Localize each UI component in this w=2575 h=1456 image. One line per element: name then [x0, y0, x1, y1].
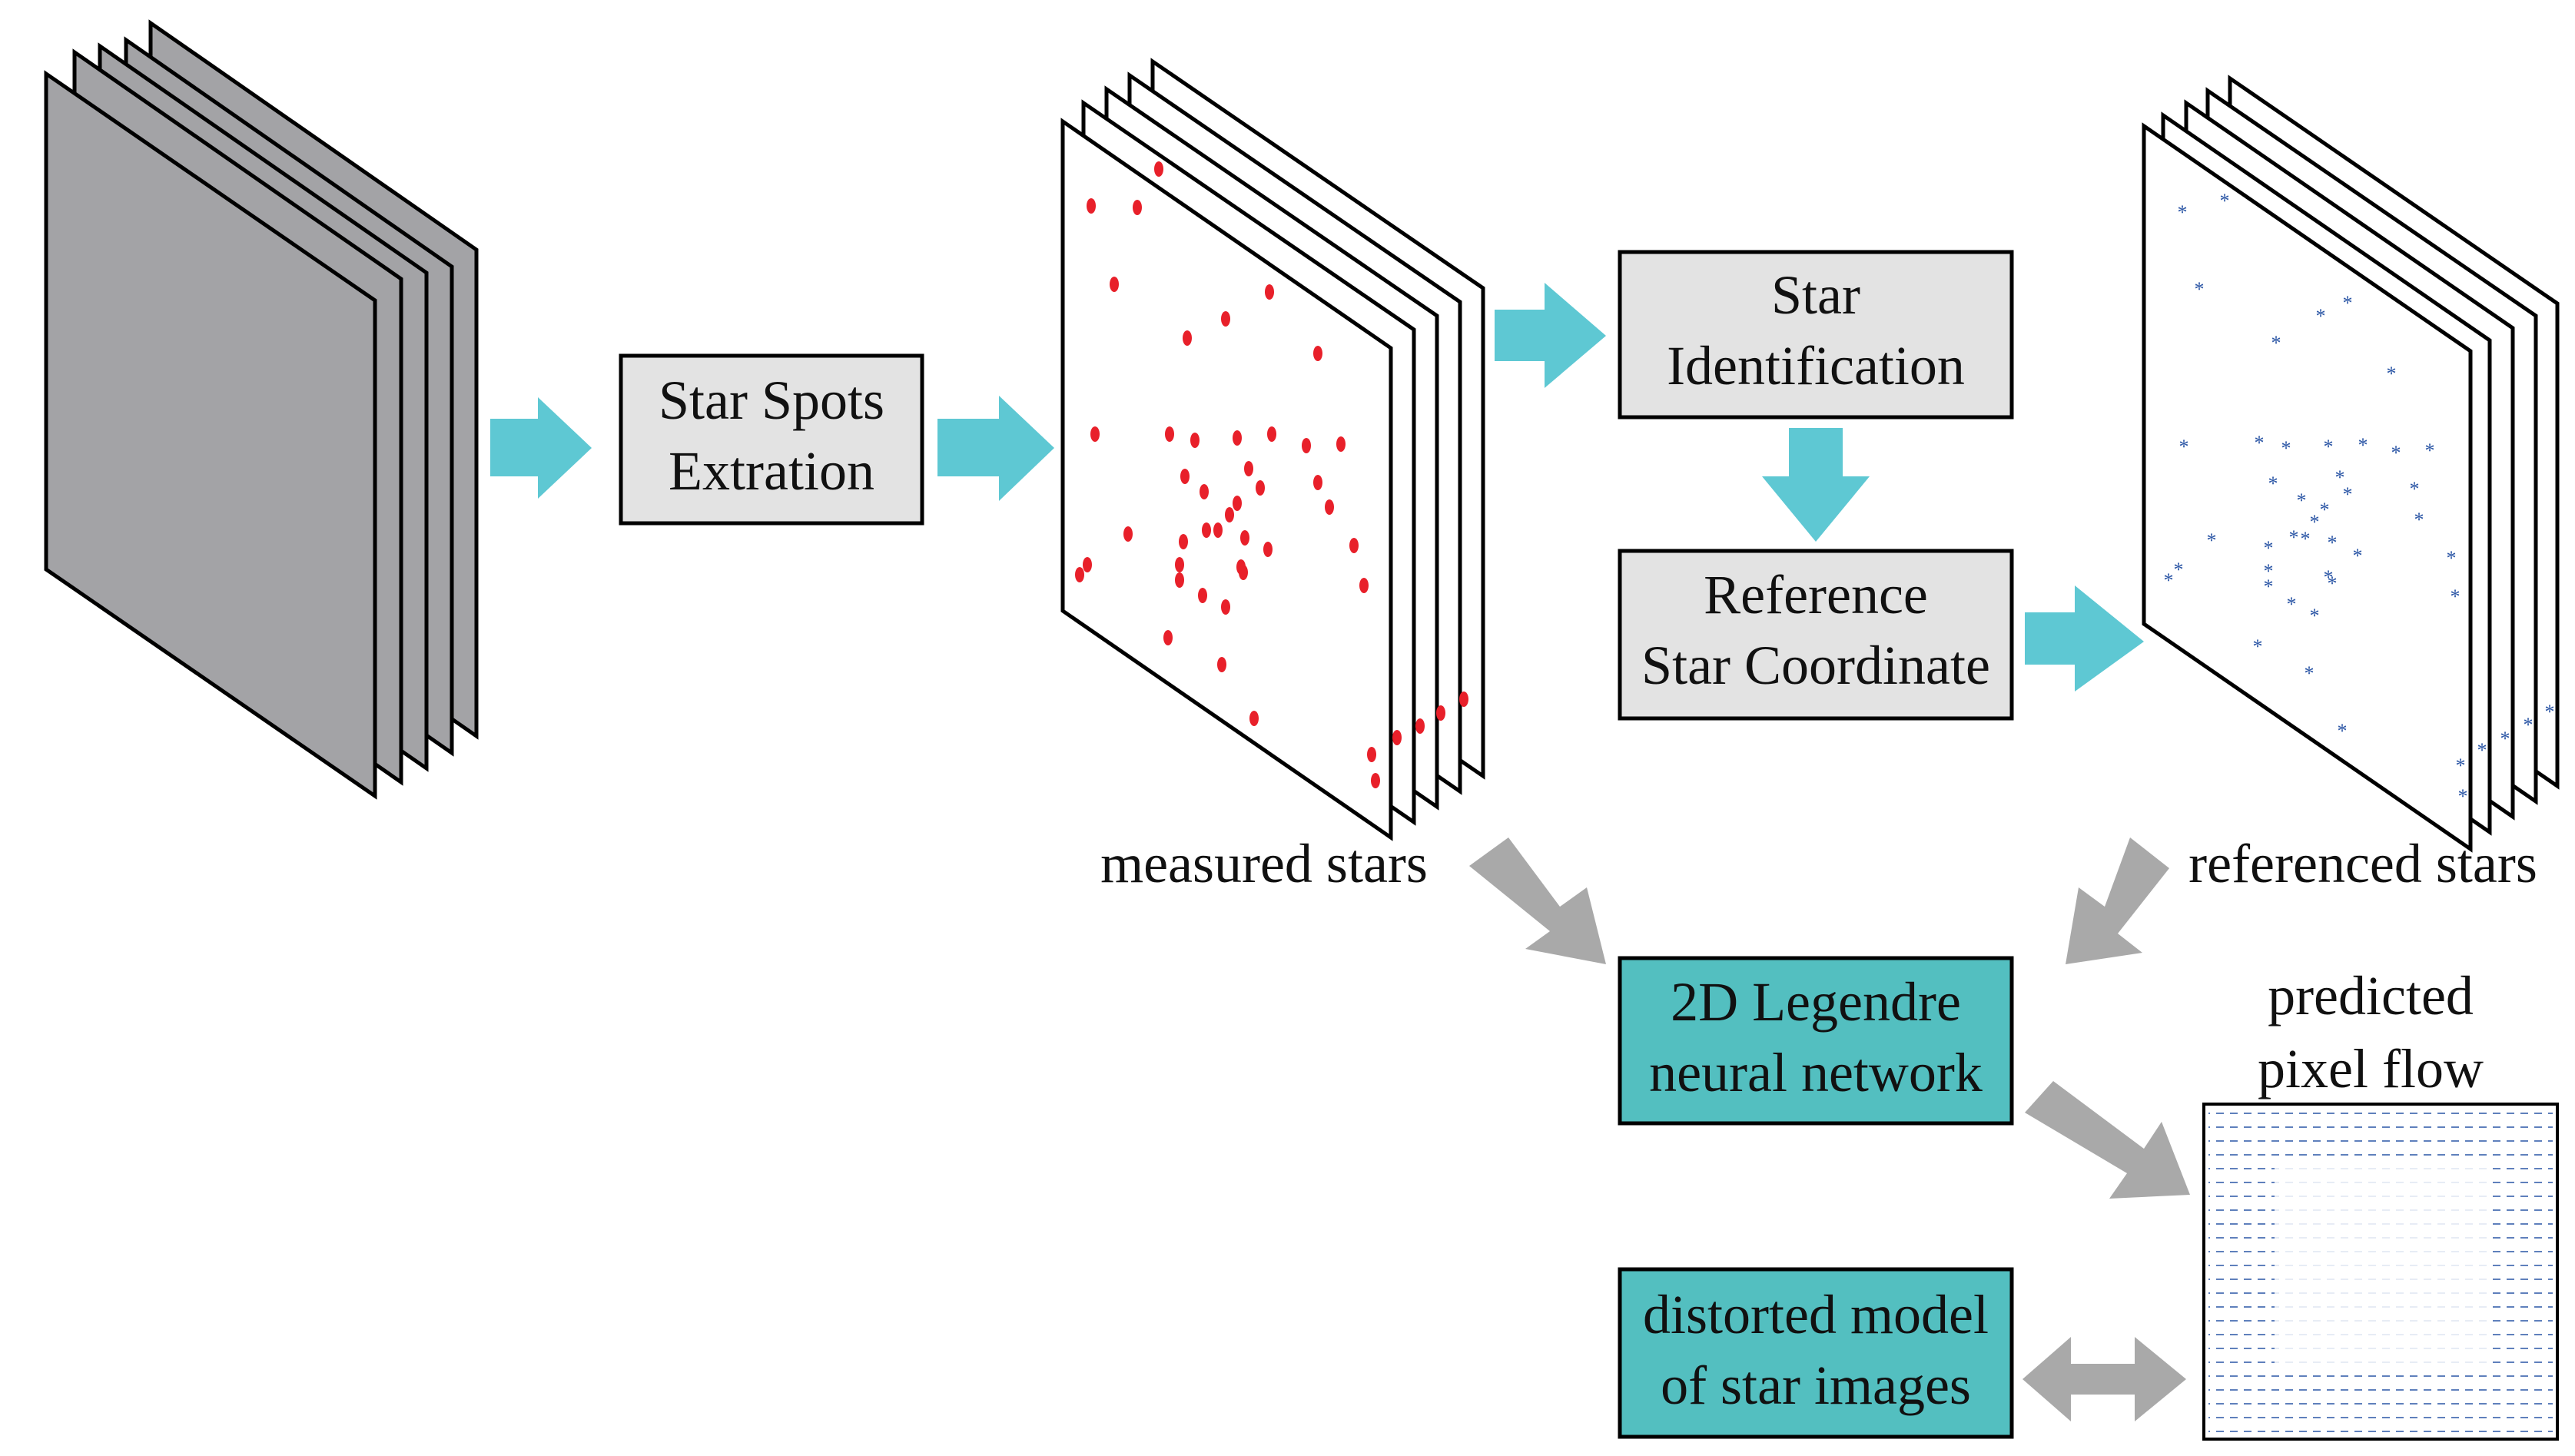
svg-text:*: *: [2320, 499, 2330, 521]
svg-text:*: *: [2179, 436, 2189, 458]
svg-text:*: *: [2353, 545, 2363, 567]
svg-text:*: *: [2545, 701, 2555, 723]
referenced-stars-label: referenced stars: [2188, 833, 2537, 894]
svg-text:*: *: [2410, 478, 2420, 500]
svg-text:*: *: [2338, 720, 2348, 742]
flow-arrow-icon: [490, 397, 592, 499]
star-spots-extraction-box: Star Spots Extration: [619, 353, 924, 526]
svg-text:*: *: [2301, 528, 2311, 550]
reference-star-coordinate-box: Reference Star Coordinate: [1618, 549, 2014, 721]
svg-text:*: *: [2207, 529, 2217, 552]
svg-text:*: *: [2164, 569, 2174, 592]
star-spots-label-2: Extration: [669, 440, 874, 502]
svg-text:*: *: [2253, 635, 2263, 658]
svg-text:*: *: [2264, 560, 2274, 582]
raw-image-stack-icon: [44, 19, 479, 800]
svg-text:*: *: [2456, 755, 2466, 777]
svg-text:*: *: [2287, 593, 2297, 615]
svg-text:*: *: [2425, 439, 2435, 462]
svg-text:*: *: [2335, 466, 2345, 489]
ref-coord-label-2: Star Coordinate: [1641, 635, 1990, 696]
svg-text:*: *: [2264, 575, 2274, 598]
predicted-label-2: pixel flow: [2258, 1038, 2484, 1099]
input-arrow-icon: [1469, 837, 1606, 964]
input-arrow-icon: [2066, 837, 2169, 964]
measured-stars-stack-icon: [1060, 58, 1485, 841]
distorted-label-1: distorted model: [1643, 1284, 1989, 1345]
svg-text:*: *: [2289, 526, 2299, 549]
legendre-network-box: 2D Legendre neural network: [1618, 956, 2014, 1126]
svg-text:*: *: [2268, 473, 2278, 495]
svg-text:*: *: [2343, 292, 2353, 314]
svg-text:*: *: [2358, 434, 2368, 456]
star-id-label-1: Star: [1771, 264, 1860, 326]
referenced-star-marks: ** ** ** ** ** ** ** ** ** ** ** ** ** *…: [2164, 190, 2555, 808]
svg-text:*: *: [2281, 437, 2291, 459]
referenced-stars-stack-icon: ** ** ** ** ** ** ** ** ** ** ** ** ** *…: [2142, 75, 2560, 853]
pixel-flow-field-icon: [2202, 1103, 2559, 1441]
svg-text:*: *: [2500, 728, 2510, 750]
svg-text:*: *: [2447, 547, 2457, 569]
svg-text:*: *: [2178, 201, 2188, 224]
svg-text:*: *: [2195, 278, 2205, 300]
legendre-label-2: neural network: [1649, 1042, 1983, 1103]
flow-arrow-icon: [1762, 428, 1870, 542]
measured-stars-label: measured stars: [1100, 833, 1428, 894]
svg-text:*: *: [2305, 662, 2315, 685]
svg-text:*: *: [2220, 190, 2230, 212]
distorted-model-box: distorted model of star images: [1618, 1267, 2014, 1439]
svg-text:*: *: [2255, 432, 2265, 454]
svg-text:*: *: [2477, 739, 2487, 761]
svg-text:*: *: [2343, 483, 2353, 506]
flow-arrow-icon: [2025, 585, 2144, 692]
svg-text:*: *: [2328, 572, 2338, 595]
output-arrow-icon: [2025, 1081, 2190, 1199]
svg-text:*: *: [2264, 537, 2274, 559]
ref-coord-label-1: Reference: [1704, 564, 1928, 625]
flow-arrow-icon: [1495, 283, 1606, 388]
predicted-label-1: predicted: [2268, 965, 2474, 1026]
star-id-label-2: Identification: [1667, 335, 1965, 396]
svg-text:*: *: [2387, 363, 2397, 385]
bidirectional-arrow-icon: [2023, 1337, 2186, 1421]
star-identification-box: Star Identification: [1618, 250, 2014, 420]
svg-text:*: *: [2174, 559, 2184, 581]
svg-text:*: *: [2458, 785, 2468, 808]
flow-arrow-icon: [937, 396, 1054, 501]
distorted-label-2: of star images: [1661, 1355, 1971, 1416]
star-spots-label-1: Star Spots: [659, 370, 884, 431]
measured-star-dots: [1075, 161, 1468, 788]
svg-text:*: *: [2324, 436, 2334, 458]
svg-text:*: *: [2391, 442, 2401, 464]
svg-text:*: *: [2451, 585, 2461, 608]
svg-text:*: *: [2524, 714, 2534, 736]
svg-text:*: *: [2324, 566, 2334, 589]
svg-text:*: *: [2414, 509, 2424, 531]
svg-text:*: *: [2328, 532, 2338, 554]
legendre-label-1: 2D Legendre: [1671, 971, 1961, 1033]
svg-text:*: *: [2297, 489, 2307, 512]
svg-text:*: *: [2310, 511, 2320, 533]
svg-text:*: *: [2316, 305, 2326, 327]
svg-text:*: *: [2271, 332, 2281, 354]
svg-text:*: *: [2310, 605, 2320, 627]
